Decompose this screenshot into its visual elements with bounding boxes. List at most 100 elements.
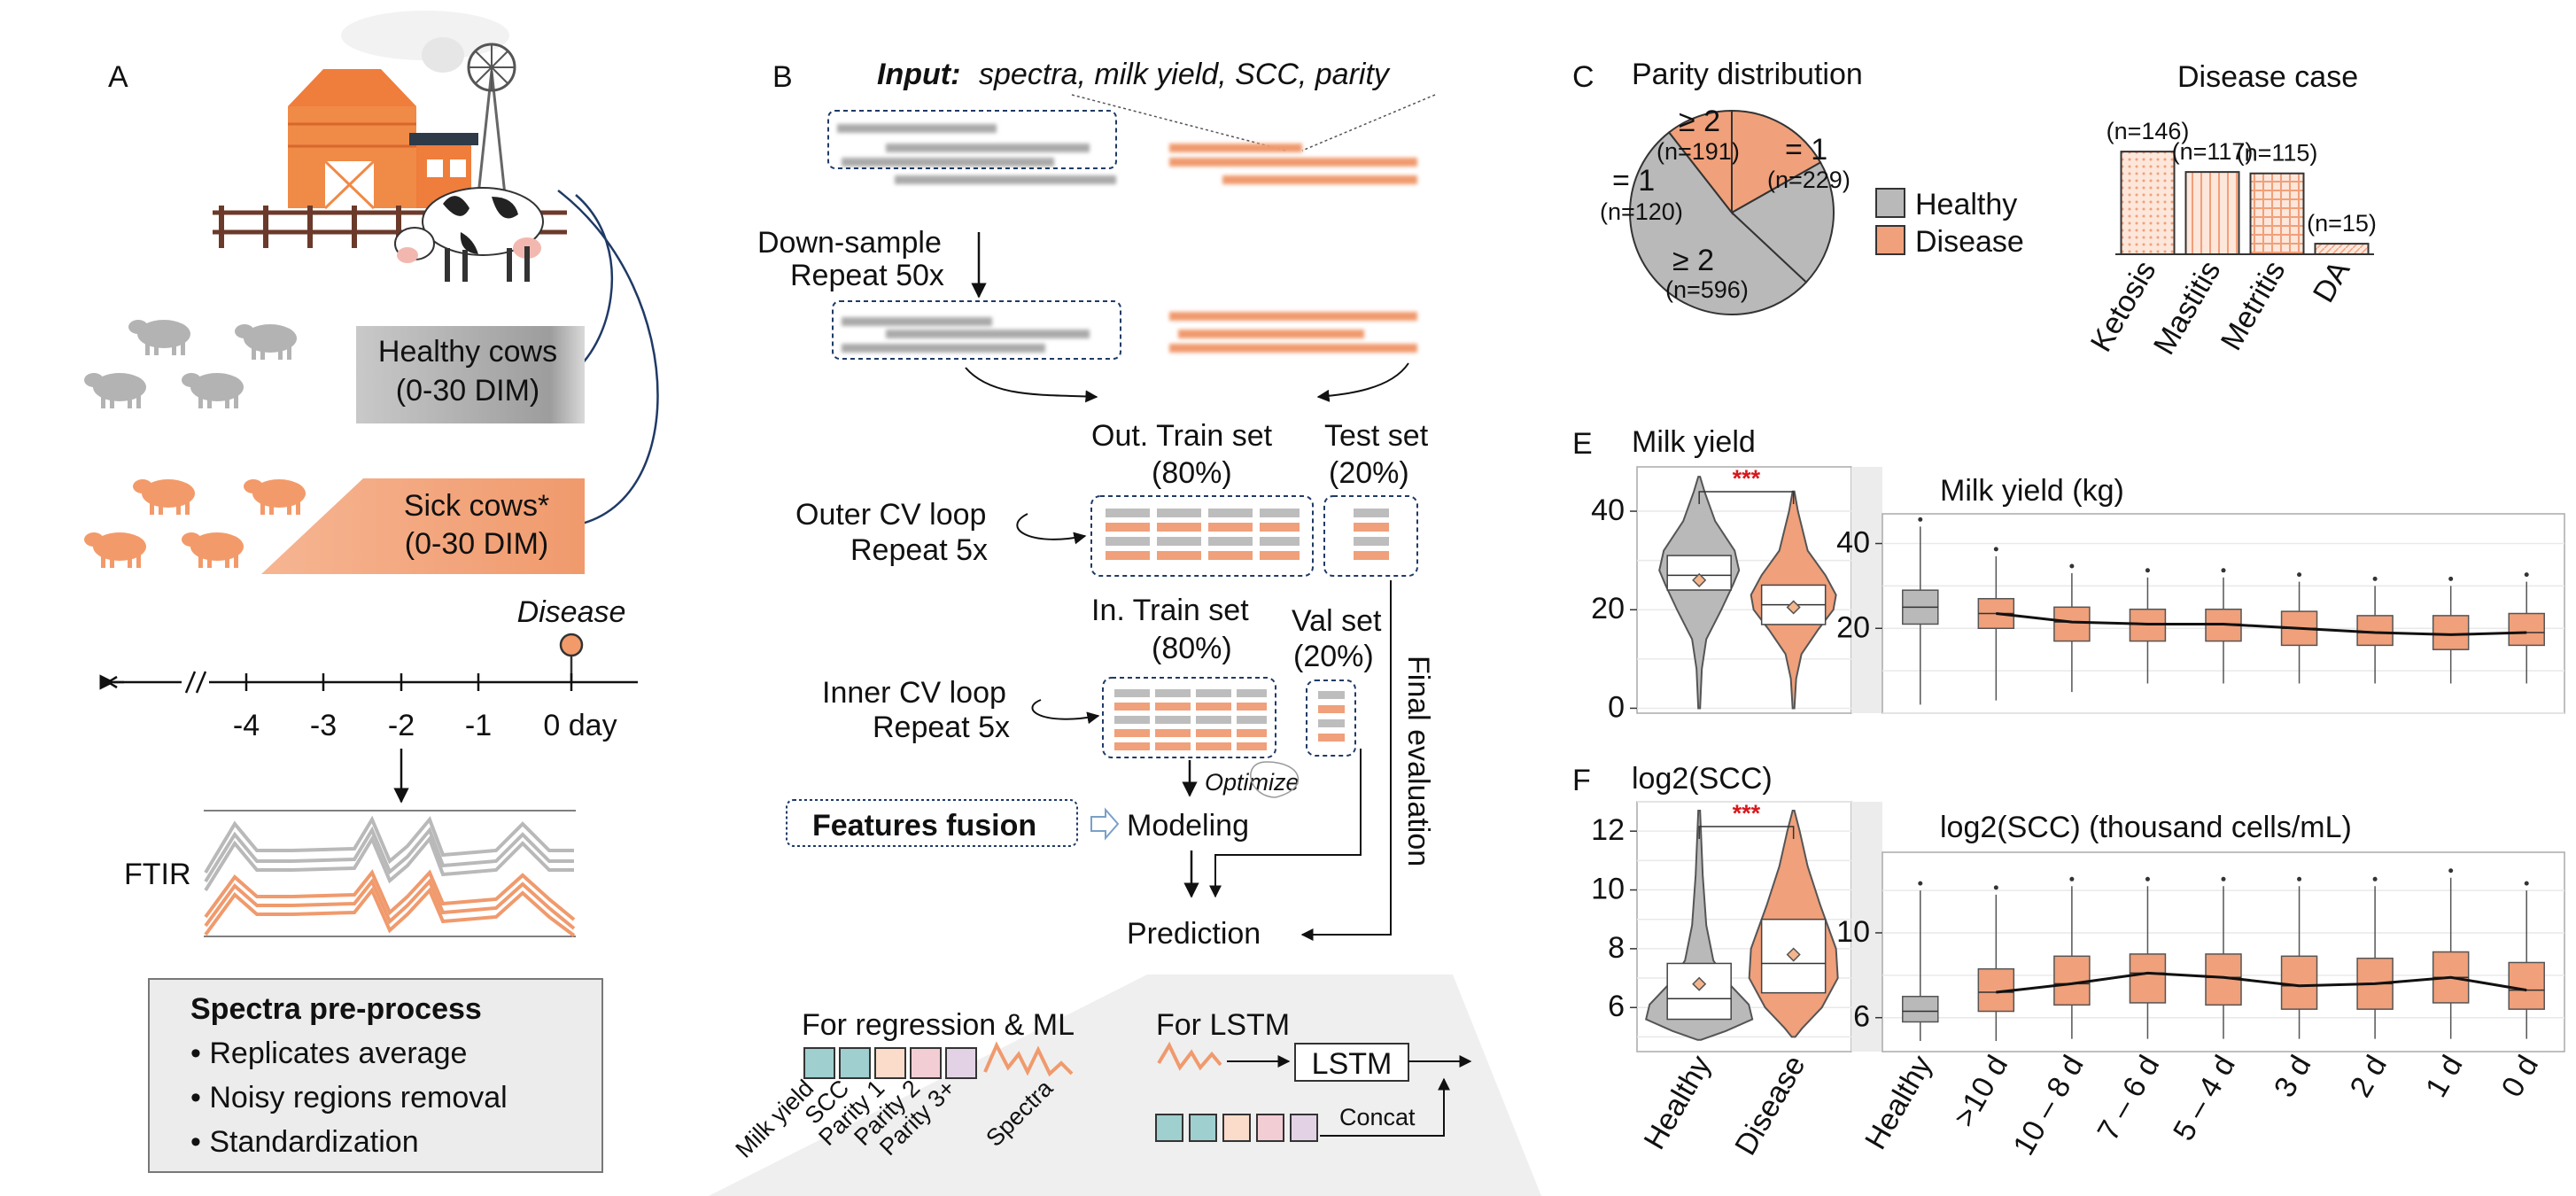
features-fusion-box (786, 799, 1078, 847)
y-tick-label: 0 (1608, 690, 1625, 724)
box-outlier (1993, 547, 1998, 552)
preprocess-item-2: • Noisy regions removal (190, 1081, 508, 1114)
pie-legend: Healthy Disease (1875, 188, 2024, 259)
tick-0-day: 0 day (543, 709, 617, 742)
fusion-arrow-icon (1090, 807, 1120, 841)
panel-f-letter: F (1572, 764, 1591, 797)
ftir-label: FTIR (124, 858, 191, 891)
concat-label: Concat (1339, 1104, 1416, 1130)
box-body (2356, 615, 2394, 647)
x-tick-label: 3 d (2268, 1050, 2318, 1103)
lstm-spectra-icon (1157, 1041, 1222, 1071)
box-body (2053, 606, 2091, 642)
val-set-box (1306, 680, 1356, 757)
box-body (2053, 955, 2091, 1006)
bar-mastitis (2184, 171, 2240, 256)
zoom-connector-f (1851, 802, 1882, 1052)
sick-cows-box (261, 478, 585, 574)
box-outlier (1918, 516, 1923, 522)
prediction-label: Prediction (1127, 917, 1261, 951)
bar-count-label: (n=15) (2307, 210, 2377, 237)
inner-cv-line2: Repeat 5x (873, 711, 1010, 744)
box-outlier (2372, 876, 2378, 881)
x-tick-label: Healthy (1638, 1050, 1719, 1155)
tick--2: -2 (388, 709, 415, 742)
box-outlier (2372, 576, 2378, 581)
scc-box-plot: 610 (1836, 851, 2565, 1052)
x-tick-label: 1 d (2419, 1050, 2470, 1103)
final-evaluation-label: Final evaluation (1401, 656, 1435, 866)
bar-count-label: (n=146) (2107, 118, 2190, 144)
bar-da (2314, 243, 2370, 255)
outer-cv-line1: Outer CV loop (795, 498, 986, 532)
pie-label-healthy-eq1: = 1 (1785, 133, 1827, 167)
box-outlier (2448, 868, 2454, 874)
y-tick-label: 6 (1853, 1000, 1870, 1034)
panel-e-letter: E (1572, 427, 1593, 461)
in-train-line2: (80%) (1152, 632, 1232, 665)
in-train-line1: In. Train set (1091, 594, 1249, 627)
panel-b-letter: B (772, 60, 793, 94)
x-tick-label: 2 d (2343, 1050, 2394, 1103)
arrow-farm-to-sick (556, 190, 659, 535)
pie-title: Parity distribution (1632, 58, 1863, 91)
pie-slice (1667, 109, 1733, 215)
parity-pie-chart (1629, 109, 1835, 315)
panel-a-letter: A (108, 60, 128, 94)
legend-healthy: Healthy (1915, 188, 2017, 221)
outer-train-set-box (1090, 495, 1314, 577)
box-outlier (2221, 568, 2226, 573)
pie-labels: ≥ 2 (n=191) = 1 (n=229) = 1 (n=120) ≥ 2 … (1600, 105, 1851, 303)
panel-b: B Input: spectra, milk yield, SCC, parit… (709, 58, 1541, 1196)
box-body (2280, 955, 2318, 1010)
x-tick-label: >10 d (1947, 1050, 2014, 1133)
lstm-label: LSTM (1312, 1047, 1393, 1081)
feature-parity-1 (874, 1047, 906, 1079)
val-set-line2: (20%) (1293, 640, 1374, 673)
box-outlier (2069, 563, 2075, 569)
downsample-line1: Down-sample (757, 226, 942, 260)
pie-label-disease-ge2-n: (n=191) (1657, 138, 1740, 165)
box-outlier (2524, 572, 2529, 578)
pie-label-disease-eq1: = 1 (1612, 164, 1655, 198)
pie-slice (1629, 131, 1808, 315)
test-set-grid (1354, 509, 1389, 560)
box-outlier (2524, 881, 2529, 886)
violin-mean (1692, 976, 1707, 991)
zoom-connector-e (1851, 467, 1882, 713)
feature-milk-yield (803, 1047, 835, 1079)
sick-box-line2: (0-30 DIM) (405, 527, 548, 561)
violin-shape (1658, 476, 1741, 710)
tick--4: -4 (233, 709, 260, 742)
violin-box (1666, 962, 1732, 1021)
pie-label-healthy-eq1-n: (n=229) (1767, 167, 1851, 193)
panel-c-letter: C (1572, 60, 1594, 94)
y-tick-label: 20 (1836, 610, 1870, 644)
lstm-feature-squares (1155, 1114, 1318, 1142)
ftir-spectra (204, 815, 576, 937)
box-outlier (2221, 876, 2226, 881)
pie-slice (1730, 161, 1835, 283)
input-label: Input: (877, 58, 960, 91)
tick--3: -3 (310, 709, 337, 742)
disease-pin-icon (559, 633, 584, 657)
pie-label-healthy-ge2-n: (n=596) (1665, 276, 1749, 303)
panel-c: C Parity distribution ≥ 2 (n=191) = 1 (n… (1572, 58, 2377, 361)
y-tick-label: 10 (1591, 873, 1625, 906)
bar-metritis (2249, 172, 2305, 255)
box-outlier (2145, 876, 2150, 881)
trend-line (1996, 612, 2527, 636)
y-tick-label: 8 (1608, 931, 1625, 965)
y-tick-label: 40 (1836, 526, 1870, 560)
inner-train-grid (1114, 689, 1267, 750)
downsample-line2: Repeat 50x (790, 259, 944, 292)
scc-violin-title: log2(SCC) (1632, 762, 1773, 796)
box-body (2508, 961, 2545, 1010)
downsampled-selection-box (832, 300, 1121, 360)
pie-label-disease-eq1-n: (n=120) (1600, 198, 1683, 225)
y-tick-label: 12 (1591, 813, 1625, 847)
bar-ketosis (2120, 151, 2176, 255)
